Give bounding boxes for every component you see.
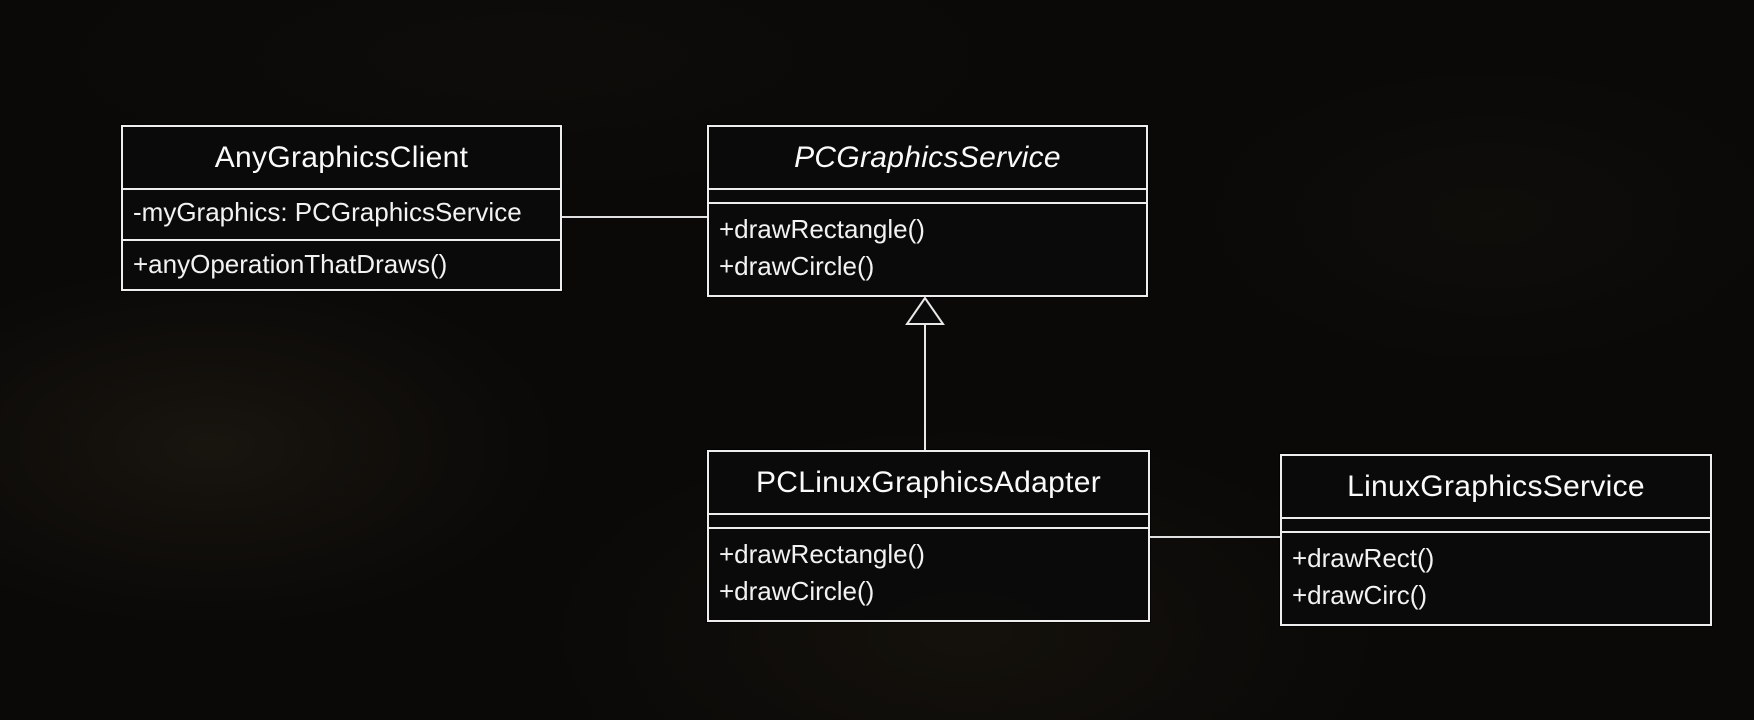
class-title: AnyGraphicsClient [214, 140, 469, 174]
compartment-divider [123, 239, 560, 241]
class-box-pc-linux-graphics-adapter: PCLinuxGraphicsAdapter +drawRectangle() … [707, 450, 1150, 622]
methods-compartment: +drawRect() +drawCirc() [1282, 533, 1710, 620]
association-line-adapter-to-linux-service [1150, 536, 1280, 538]
attributes-compartment [709, 515, 1148, 527]
methods-compartment: +anyOperationThatDraws() [123, 241, 560, 291]
hollow-triangle-arrowhead [905, 296, 945, 325]
class-box-pc-graphics-service: PCGraphicsService +drawRectangle() +draw… [707, 125, 1148, 297]
compartment-divider [709, 527, 1148, 529]
attributes-compartment [709, 190, 1146, 202]
class-method: +drawRect() [1292, 543, 1435, 573]
class-method: +drawCircle() [719, 576, 875, 606]
class-method: +drawCirc() [1292, 580, 1428, 610]
generalization-arrow-adapter-to-service [905, 296, 945, 450]
attributes-compartment [1282, 519, 1710, 531]
compartment-divider [709, 202, 1146, 204]
class-method: +anyOperationThatDraws() [133, 249, 448, 279]
compartment-divider [1282, 531, 1710, 533]
class-title: PCGraphicsService [794, 140, 1061, 174]
class-title: PCLinuxGraphicsAdapter [755, 465, 1102, 499]
class-box-linux-graphics-service: LinuxGraphicsService +drawRect() +drawCi… [1280, 454, 1712, 626]
class-method: +drawRectangle() [719, 214, 925, 244]
methods-compartment: +drawRectangle() +drawCircle() [709, 529, 1148, 616]
compartment-divider [1282, 517, 1710, 519]
class-box-any-graphics-client: AnyGraphicsClient -myGraphics: PCGraphic… [121, 125, 562, 291]
attributes-compartment: -myGraphics: PCGraphicsService [123, 190, 560, 239]
association-line-client-to-service [562, 216, 707, 218]
class-title: LinuxGraphicsService [1347, 469, 1645, 503]
compartment-divider [709, 188, 1146, 190]
class-method: +drawCircle() [719, 251, 875, 281]
compartment-divider [123, 188, 560, 190]
methods-compartment: +drawRectangle() +drawCircle() [709, 204, 1146, 291]
compartment-divider [709, 513, 1148, 515]
class-method: +drawRectangle() [719, 539, 925, 569]
class-attribute: -myGraphics: PCGraphicsService [133, 197, 522, 227]
